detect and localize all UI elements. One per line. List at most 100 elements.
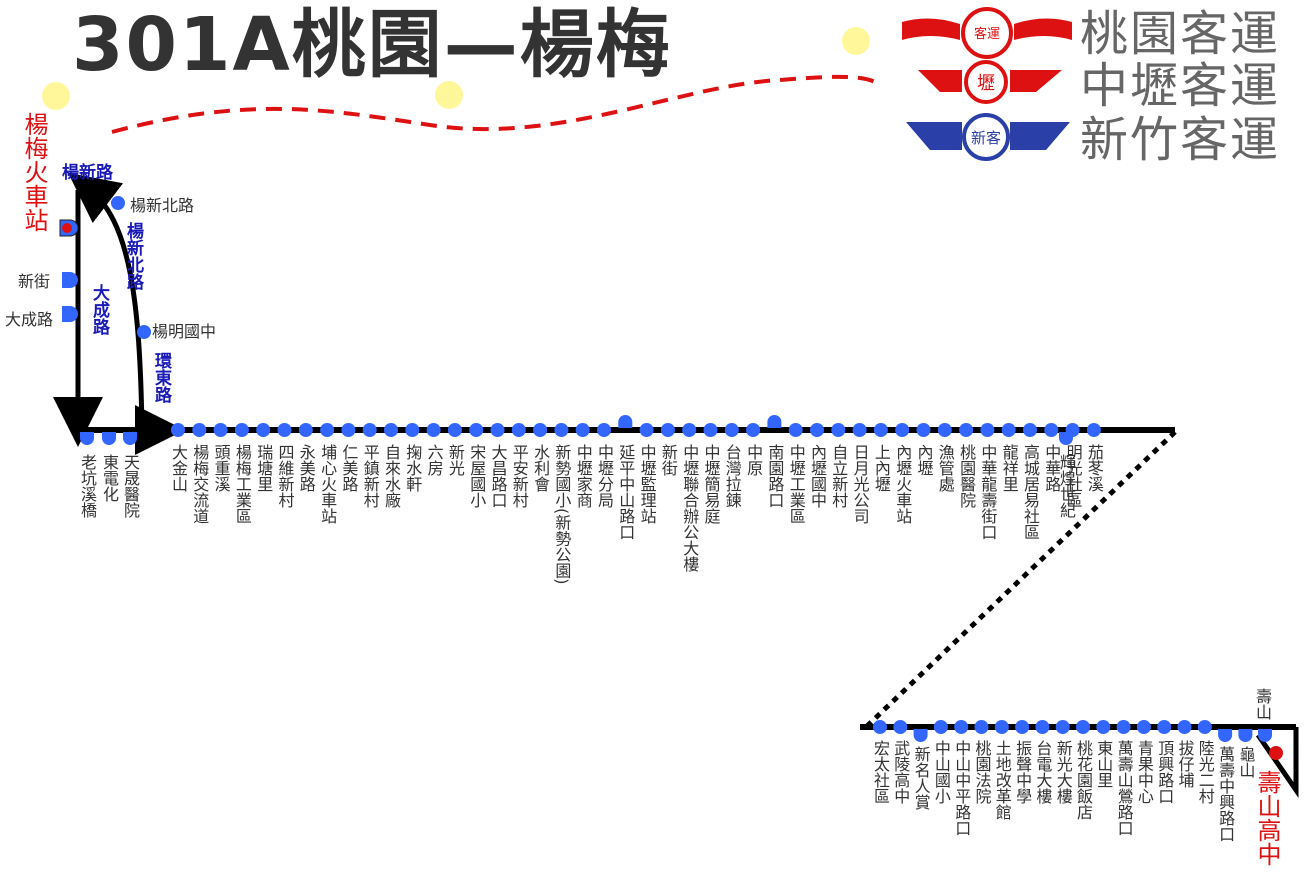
stop-marker[interactable]	[405, 423, 420, 437]
stop-marker-dacheng-road[interactable]	[62, 306, 78, 322]
stop-label: 武陵高中	[891, 740, 911, 804]
stop-marker[interactable]	[1086, 423, 1101, 437]
stop-marker[interactable]	[1177, 720, 1192, 734]
stop-marker[interactable]	[933, 720, 948, 734]
stop-marker[interactable]	[767, 415, 782, 428]
stop-marker[interactable]	[703, 423, 718, 437]
stop-marker[interactable]	[362, 423, 377, 437]
stop-marker-yangming-junior[interactable]	[137, 325, 151, 339]
stop-label-dacheng-road: 大成路	[5, 310, 54, 329]
stop-label: 桃園法院	[972, 740, 992, 804]
stop-marker[interactable]	[426, 423, 441, 437]
stop-marker[interactable]	[320, 423, 335, 437]
stop-label: 龍祥里	[999, 444, 1019, 492]
stop-marker[interactable]	[618, 415, 633, 428]
stop-marker[interactable]	[447, 423, 462, 437]
stop-marker[interactable]	[1197, 720, 1212, 734]
stop-marker[interactable]	[913, 729, 928, 743]
stop-marker[interactable]	[916, 423, 931, 437]
stop-marker[interactable]	[954, 720, 969, 734]
stop-marker[interactable]	[511, 423, 526, 437]
stop-label: 高城居易社區	[1021, 444, 1040, 540]
stop-marker[interactable]	[277, 423, 292, 437]
stop-marker[interactable]	[724, 423, 739, 437]
stop-label: 內壢	[914, 444, 934, 476]
stop-label: 中壢聯合辦公大樓	[680, 444, 700, 572]
stop-label: 頭重溪	[211, 444, 231, 492]
stop-marker[interactable]	[1136, 720, 1151, 734]
stop-label: 台灣拉鍊	[722, 444, 742, 508]
stop-label: 楊梅工業區	[232, 444, 252, 524]
stop-marker[interactable]	[213, 423, 228, 437]
road-label-yangxin-north: 楊新北路	[123, 222, 143, 290]
stop-marker[interactable]	[171, 423, 185, 437]
stop-marker[interactable]	[1116, 720, 1131, 734]
stop-marker[interactable]	[1096, 720, 1111, 734]
stop-marker[interactable]	[192, 423, 207, 437]
stop-marker[interactable]	[1035, 720, 1050, 734]
stop-marker[interactable]	[873, 720, 887, 734]
stop-marker[interactable]	[384, 423, 398, 437]
stop-marker[interactable]	[1218, 729, 1233, 743]
stop-label: 仁美路	[339, 444, 359, 492]
stop-marker[interactable]	[490, 423, 505, 437]
stop-label-yangxin-north: 楊新北路	[130, 196, 195, 215]
stop-marker[interactable]	[980, 423, 995, 437]
stop-marker[interactable]	[1044, 423, 1059, 437]
stop-marker-shoushan[interactable]	[1258, 729, 1272, 742]
stop-label: 龜山	[1236, 746, 1256, 778]
stop-marker[interactable]	[102, 432, 116, 445]
stop-marker[interactable]	[554, 423, 569, 437]
stop-marker[interactable]	[1238, 729, 1253, 743]
terminal-dot-shoushan[interactable]	[1269, 746, 1283, 760]
stop-label: 新街	[658, 444, 678, 476]
stop-marker[interactable]	[831, 423, 846, 437]
stop-label: 永美路	[296, 444, 316, 492]
stop-marker[interactable]	[893, 720, 908, 734]
stop-marker[interactable]	[1015, 720, 1030, 734]
stop-label: 桃園醫院	[957, 444, 977, 508]
stop-marker[interactable]	[852, 423, 867, 437]
stop-marker-xinjie-west[interactable]	[62, 272, 78, 288]
stop-marker[interactable]	[298, 423, 313, 437]
stop-marker[interactable]	[234, 423, 249, 437]
stop-marker[interactable]	[682, 423, 697, 437]
stop-marker[interactable]	[660, 423, 675, 437]
stop-marker[interactable]	[1023, 423, 1037, 437]
stop-marker[interactable]	[994, 720, 1009, 734]
road-label-huandong: 環東路	[151, 352, 171, 403]
stop-marker[interactable]	[974, 720, 989, 734]
stop-marker[interactable]	[873, 423, 888, 437]
stop-marker[interactable]	[746, 423, 761, 437]
stop-marker[interactable]	[959, 423, 974, 437]
stop-marker[interactable]	[937, 423, 952, 437]
stop-marker[interactable]	[533, 423, 548, 437]
stop-marker[interactable]	[256, 423, 271, 437]
stop-marker[interactable]	[597, 423, 611, 437]
stop-marker[interactable]	[1055, 720, 1070, 734]
sun-dot	[42, 82, 70, 110]
stop-marker[interactable]	[639, 423, 654, 437]
stop-marker[interactable]	[80, 432, 94, 445]
stop-marker[interactable]	[575, 423, 590, 437]
stop-label: 內壢火車站	[893, 444, 913, 524]
stop-label: 新勢國小(新勢公園)	[552, 444, 572, 585]
stop-marker[interactable]	[123, 432, 137, 445]
stop-label: 水利會	[531, 444, 551, 492]
stop-label: 掬水軒	[403, 444, 423, 492]
terminal-dot-yangmei	[62, 223, 72, 233]
stop-marker[interactable]	[895, 423, 910, 437]
stop-label: 頂興路口	[1155, 740, 1175, 804]
stop-marker[interactable]	[469, 423, 484, 437]
stop-marker[interactable]	[1076, 720, 1090, 734]
stop-marker[interactable]	[1001, 423, 1016, 437]
stop-label: 陸光二村	[1195, 740, 1215, 804]
stop-marker[interactable]	[1157, 720, 1172, 734]
terminal-east-label: 壽山高中	[1253, 770, 1281, 866]
stop-marker[interactable]	[810, 423, 824, 437]
stop-marker[interactable]	[788, 423, 803, 437]
stop-marker[interactable]	[1059, 432, 1073, 445]
stop-marker[interactable]	[341, 423, 356, 437]
stop-marker-yangxin-north[interactable]	[111, 196, 125, 210]
